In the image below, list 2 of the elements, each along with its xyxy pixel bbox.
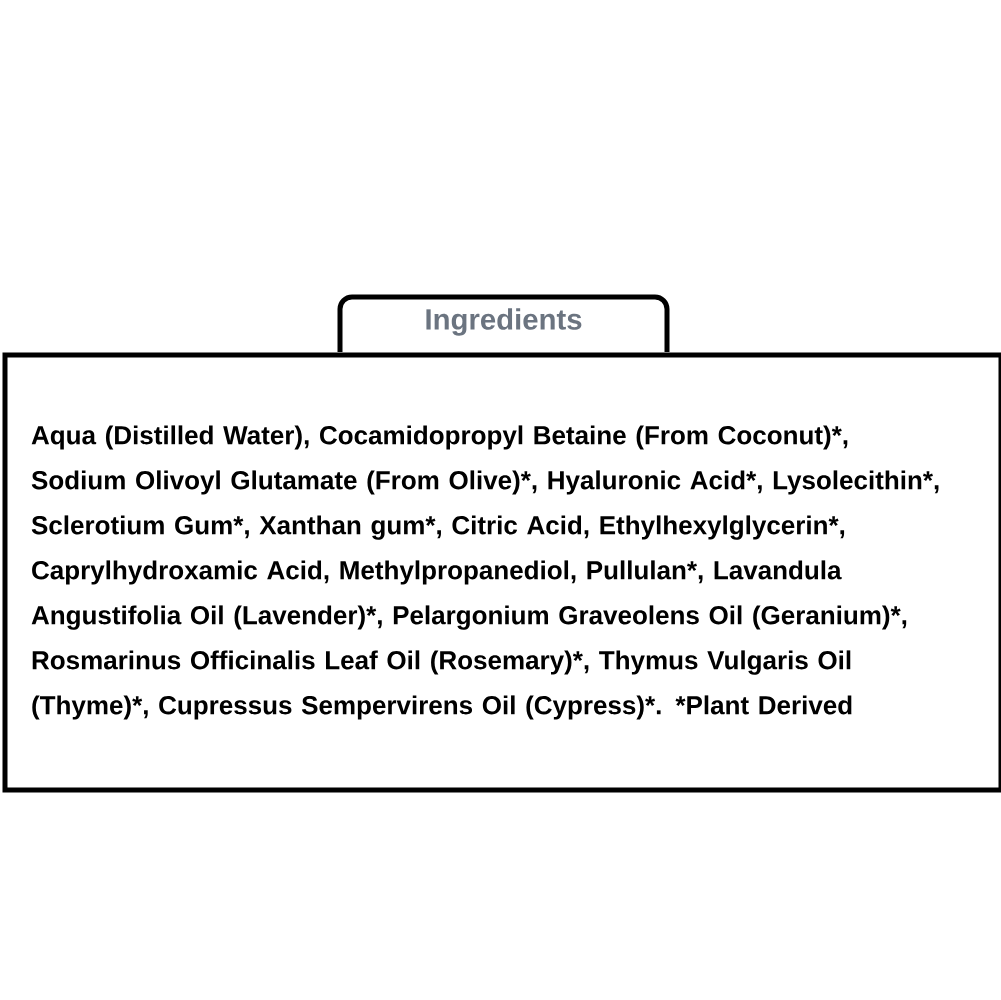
ingredients-box: Aqua (Distilled Water), Cocamidopropyl Betaine (From Coconut)*, Sodium Olivoyl Glutamate (From Olive)*, Hyaluronic Acid*, Lysolecithin*, Sclerotium Gum*, Xanthan gum*, Citric Acid, Ethylhexylglycerin*, Caprylhydroxamic Acid, Methylpropanediol, Pullulan*, Lavandula Angustifolia Oil (Lavender)*, Pelargonium Graveolens Oil (Geranium)*, Rosmarinus Officinalis Leaf Oil (Rosemary)*, Thymus Vulgaris Oil (Thyme)*, Cupressus Sempervirens Oil (Cypress)*. *Plant Derived <box>2 352 1001 793</box>
tab: Ingredients <box>337 294 670 352</box>
